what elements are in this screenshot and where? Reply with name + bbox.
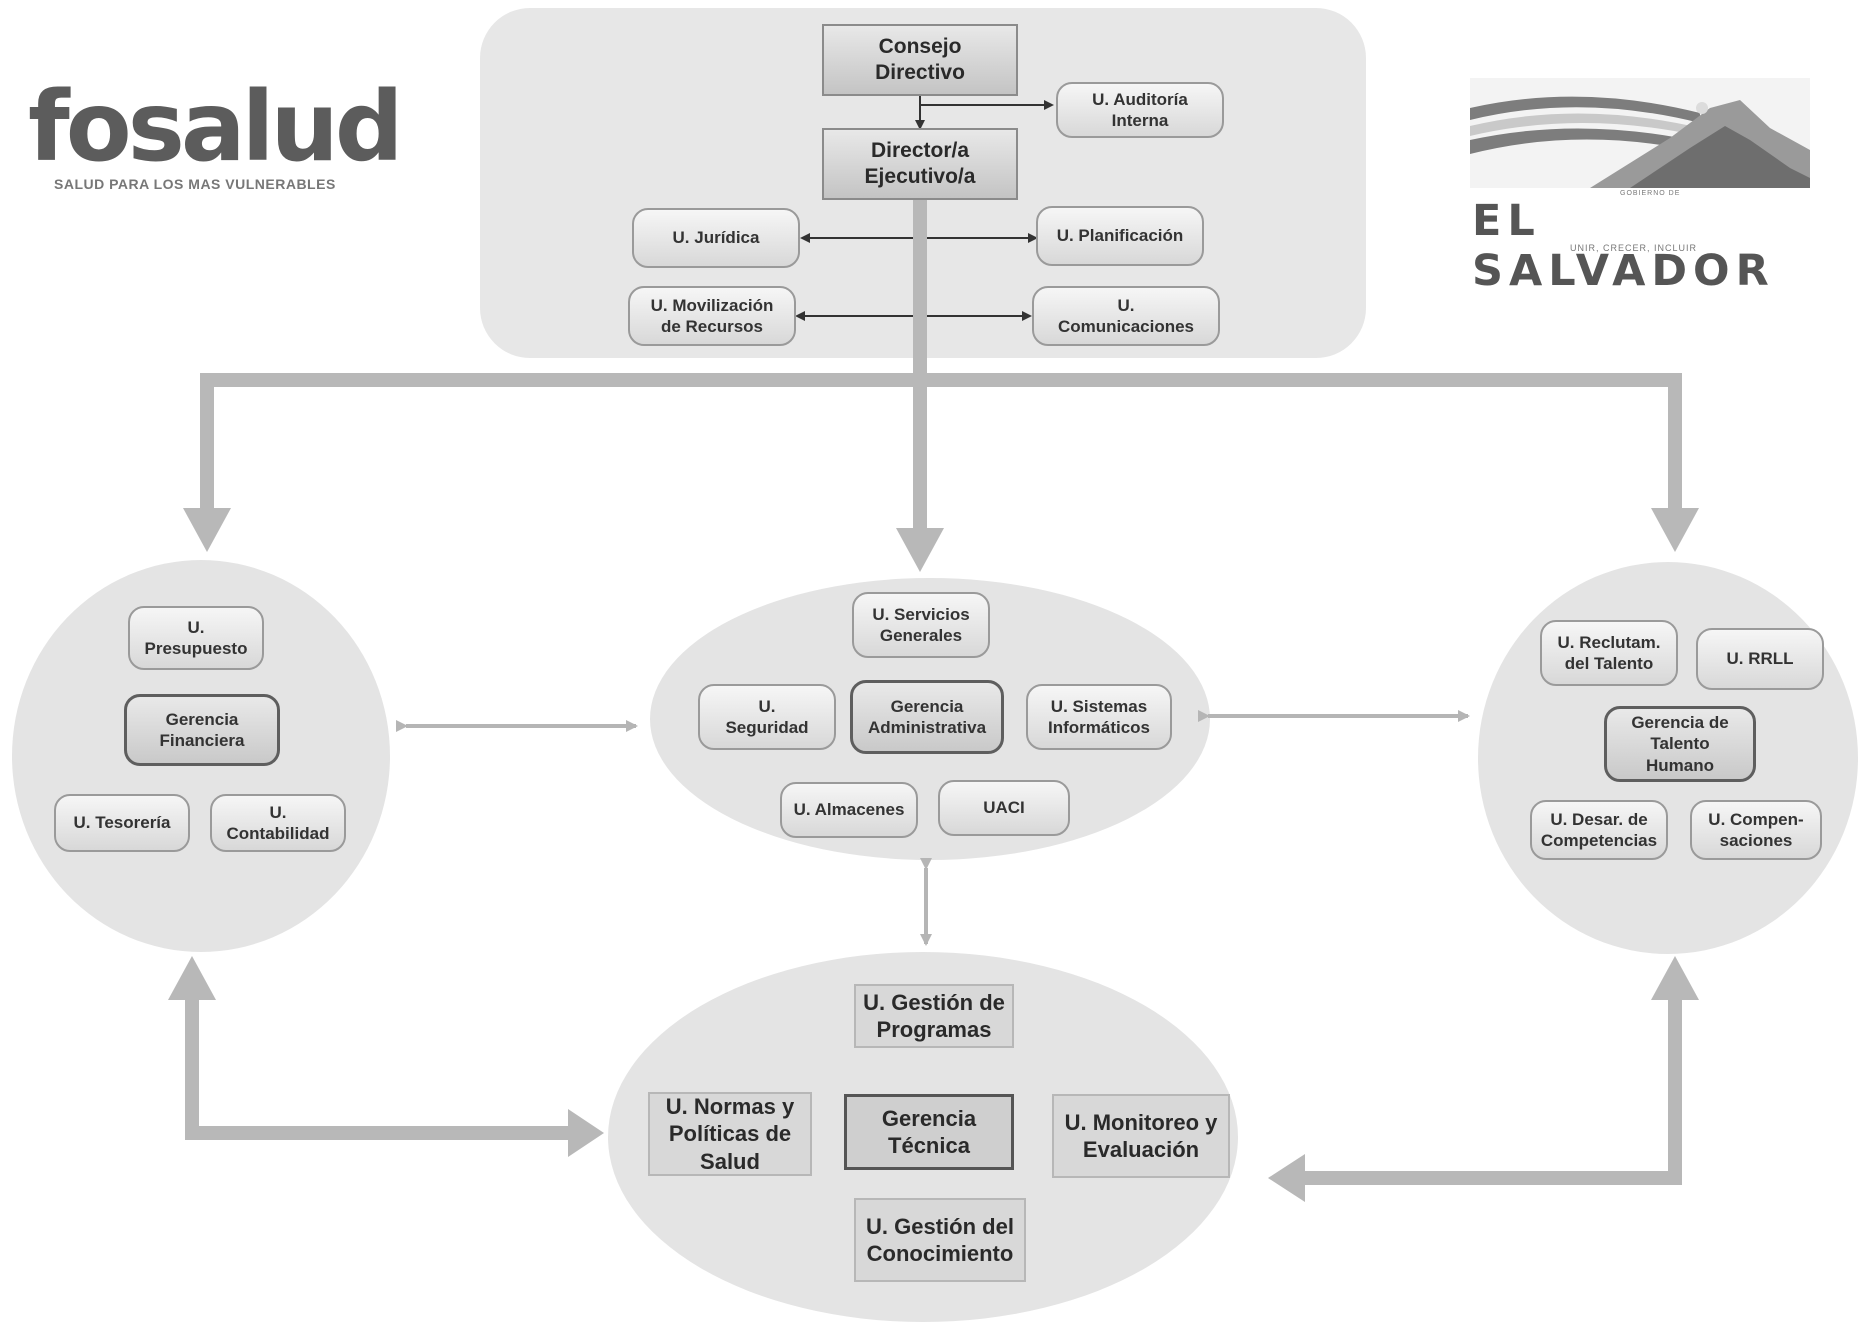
director-ejecutivo-box: Director/a Ejecutivo/a [822,128,1018,200]
gerencia-talento-humano-box: Gerencia de Talento Humano [1604,706,1756,782]
movilizacion-recursos-box: U. Movilización de Recursos [628,286,796,346]
country-motto: UNIR, CRECER, INCLUIR [1570,243,1698,253]
fosalud-tagline: SALUD PARA LOS MAS VULNERABLES [54,176,336,192]
presupuesto-box: U. Presupuesto [128,606,264,670]
contabilidad-box: U. Contabilidad [210,794,346,852]
auditoria-interna-box: U. Auditoría Interna [1056,82,1224,138]
gerencia-tecnica-box: Gerencia Técnica [844,1094,1014,1170]
reclutamiento-box: U. Reclutam. del Talento [1540,620,1678,686]
gobierno-label: GOBIERNO DE [1620,190,1681,197]
uaci-box: UACI [938,780,1070,836]
juridica-box: U. Jurídica [632,208,800,268]
compensaciones-box: U. Compen- saciones [1690,800,1822,860]
fosalud-logo: fosalud SALUD PARA LOS MAS VULNERABLES [28,72,428,202]
almacenes-box: U. Almacenes [780,782,918,838]
gerencia-financiera-box: Gerencia Financiera [124,694,280,766]
planificacion-box: U. Planificación [1036,206,1204,266]
flag-mountain-icon [1470,78,1810,188]
tesoreria-box: U. Tesorería [54,794,190,852]
rrll-box: U. RRLL [1696,628,1824,690]
gestion-programas-box: U. Gestión de Programas [854,984,1014,1048]
servicios-generales-box: U. Servicios Generales [852,592,990,658]
el-salvador-logo: GOBIERNO DE EL SALVADOR UNIR, CRECER, IN… [1470,78,1810,296]
normas-politicas-box: U. Normas y Políticas de Salud [648,1092,812,1176]
sistemas-informaticos-box: U. Sistemas Informáticos [1026,684,1172,750]
desarrollo-competencias-box: U. Desar. de Competencias [1530,800,1668,860]
seguridad-box: U. Seguridad [698,684,836,750]
consejo-directivo-box: Consejo Directivo [822,24,1018,96]
country-name: EL SALVADOR [1472,196,1775,296]
gerencia-administrativa-box: Gerencia Administrativa [850,680,1004,754]
monitoreo-evaluacion-box: U. Monitoreo y Evaluación [1052,1094,1230,1178]
fosalud-wordmark: fosalud [28,71,404,183]
gestion-conocimiento-box: U. Gestión del Conocimiento [854,1198,1026,1282]
comunicaciones-box: U. Comunicaciones [1032,286,1220,346]
